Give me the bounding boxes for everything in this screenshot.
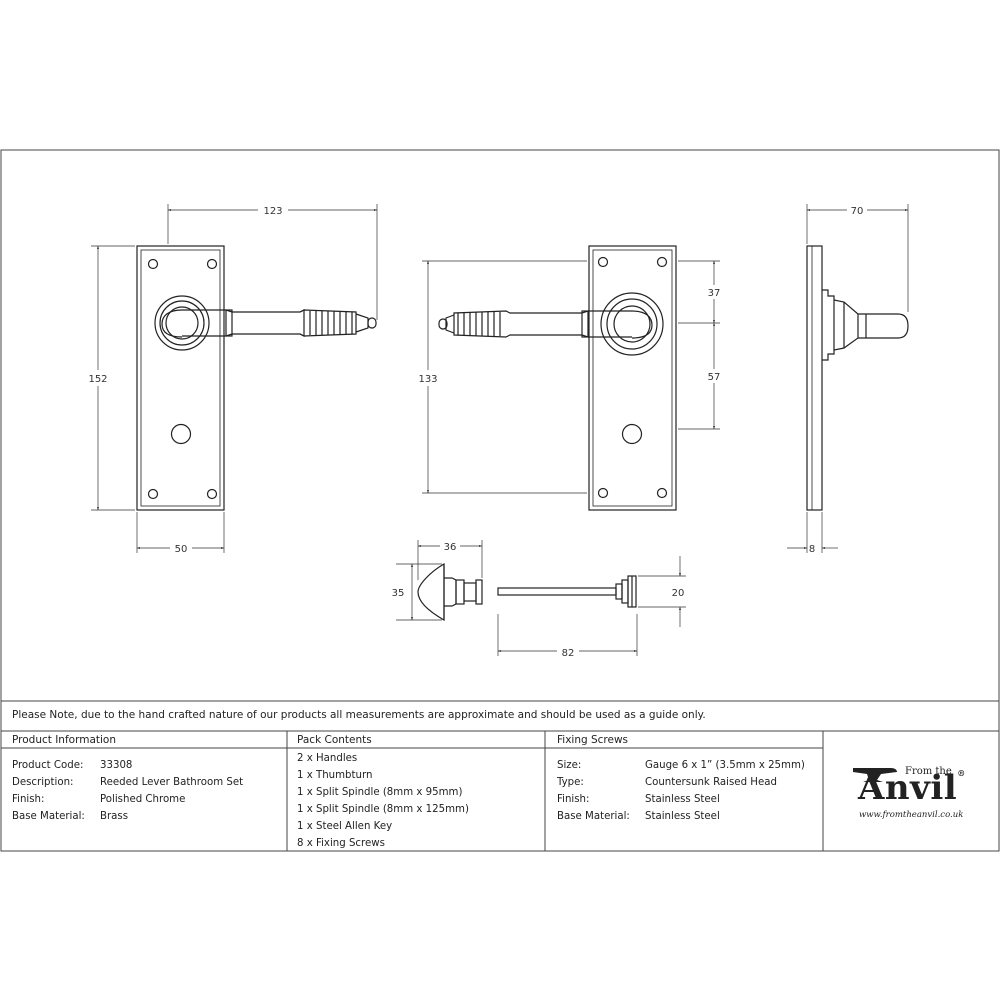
dim-label-57: 57 (708, 372, 721, 383)
dim-label-123: 123 (263, 206, 282, 217)
pack-item: 8 x Fixing Screws (297, 838, 385, 849)
logo-url: www.fromtheanvil.co.uk (859, 810, 964, 820)
dim-label-82: 82 (562, 648, 575, 659)
pack-item: 1 x Split Spindle (8mm x 95mm) (297, 787, 463, 798)
dim-label-50: 50 (175, 544, 188, 555)
logo-from-the: From the (905, 766, 952, 777)
measurement-note: Please Note, due to the hand crafted nat… (12, 709, 706, 721)
base-material-label: Base Material: (12, 811, 85, 822)
dim-label-152: 152 (88, 374, 107, 385)
finish-label: Finish: (12, 794, 45, 805)
product-code-label: Product Code: (12, 760, 84, 771)
pack-contents-heading: Pack Contents (297, 734, 372, 746)
fixing-screws-heading: Fixing Screws (557, 734, 629, 746)
dim-label-20: 20 (672, 588, 685, 599)
pack-item: 1 x Split Spindle (8mm x 125mm) (297, 804, 469, 815)
dim-label-36: 36 (444, 542, 457, 553)
finish-value: Polished Chrome (100, 794, 186, 805)
dim-label-133: 133 (418, 374, 437, 385)
pack-item: 2 x Handles (297, 753, 358, 764)
dim-label-8: 8 (809, 544, 815, 555)
product-code-value: 33308 (100, 760, 133, 771)
rear-view (438, 245, 677, 511)
logo-trademark: ® (957, 768, 966, 778)
thumbturn-view (417, 562, 483, 622)
dim-label-70: 70 (851, 206, 864, 217)
screw-base-material-label: Base Material: (557, 811, 630, 822)
screw-type-value: Countersunk Raised Head (645, 777, 777, 788)
side-view (806, 245, 909, 511)
pack-item: 1 x Thumbturn (297, 770, 373, 781)
pack-item: 1 x Steel Allen Key (297, 821, 393, 832)
dim-label-35: 35 (392, 588, 405, 599)
dim-label-37: 37 (708, 288, 721, 299)
screw-size-value: Gauge 6 x 1” (3.5mm x 25mm) (645, 760, 805, 771)
front-view (136, 245, 377, 511)
screw-size-label: Size: (557, 760, 582, 771)
logo-word: Anvil (858, 768, 958, 808)
screw-base-material-value: Stainless Steel (645, 811, 720, 822)
base-material-value: Brass (100, 811, 129, 822)
screw-finish-label: Finish: (557, 794, 590, 805)
description-label: Description: (12, 777, 74, 788)
screw-type-label: Type: (557, 777, 584, 788)
logo-wordmark: Anvil® (858, 768, 966, 808)
spindle-view (497, 575, 637, 608)
anvil-icon (853, 768, 897, 782)
sheet-border (0, 149, 1000, 852)
screw-finish-value: Stainless Steel (645, 794, 720, 805)
product-information-heading: Product Information (12, 734, 116, 746)
description-value: Reeded Lever Bathroom Set (100, 777, 244, 788)
